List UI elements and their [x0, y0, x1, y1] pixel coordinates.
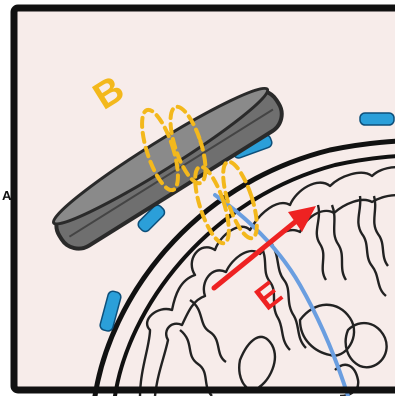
diagram-background: [14, 8, 395, 390]
electrode-pad: [360, 113, 394, 125]
